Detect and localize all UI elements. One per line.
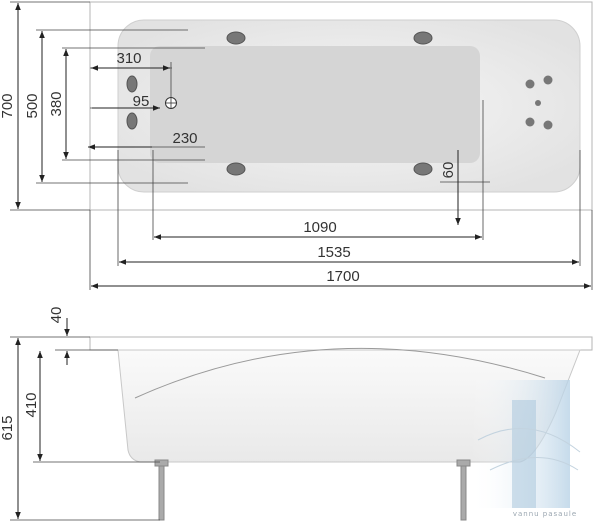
top-view: 700 500 380 310 95 230 60 1090 1535 1700	[0, 1, 593, 290]
label-310: 310	[116, 50, 141, 67]
jet-top-right	[413, 31, 433, 45]
jet-bottom-left	[226, 162, 246, 176]
label-1535: 1535	[317, 244, 350, 261]
watermark-logo: vannu pasaule	[470, 380, 581, 518]
jet-top-left	[226, 31, 246, 45]
label-700: 700	[0, 93, 16, 118]
back-jet	[543, 75, 553, 85]
tub-legs	[154, 459, 471, 521]
watermark-text: vannu pasaule	[513, 510, 577, 518]
back-jet	[543, 120, 553, 130]
tub-rim-side	[89, 336, 593, 351]
tub-inner-curve	[134, 347, 546, 399]
label-500: 500	[24, 93, 41, 118]
label-615: 615	[0, 415, 16, 440]
back-jet	[535, 100, 541, 106]
label-410: 410	[23, 392, 40, 417]
label-60: 60	[440, 162, 457, 179]
label-1700: 1700	[326, 268, 359, 285]
label-1090: 1090	[303, 219, 336, 236]
back-jet	[525, 117, 535, 127]
jet-foot-upper	[126, 75, 138, 93]
side-extension-lines	[10, 336, 160, 521]
label-380: 380	[48, 91, 65, 116]
label-230: 230	[172, 130, 197, 147]
side-view: 40 410 615	[0, 307, 593, 521]
tub-bottom	[150, 46, 480, 163]
label-40: 40	[48, 307, 65, 324]
label-95: 95	[133, 93, 150, 110]
jet-foot-lower	[126, 112, 138, 130]
back-jet	[525, 79, 535, 89]
jet-bottom-right	[413, 162, 433, 176]
